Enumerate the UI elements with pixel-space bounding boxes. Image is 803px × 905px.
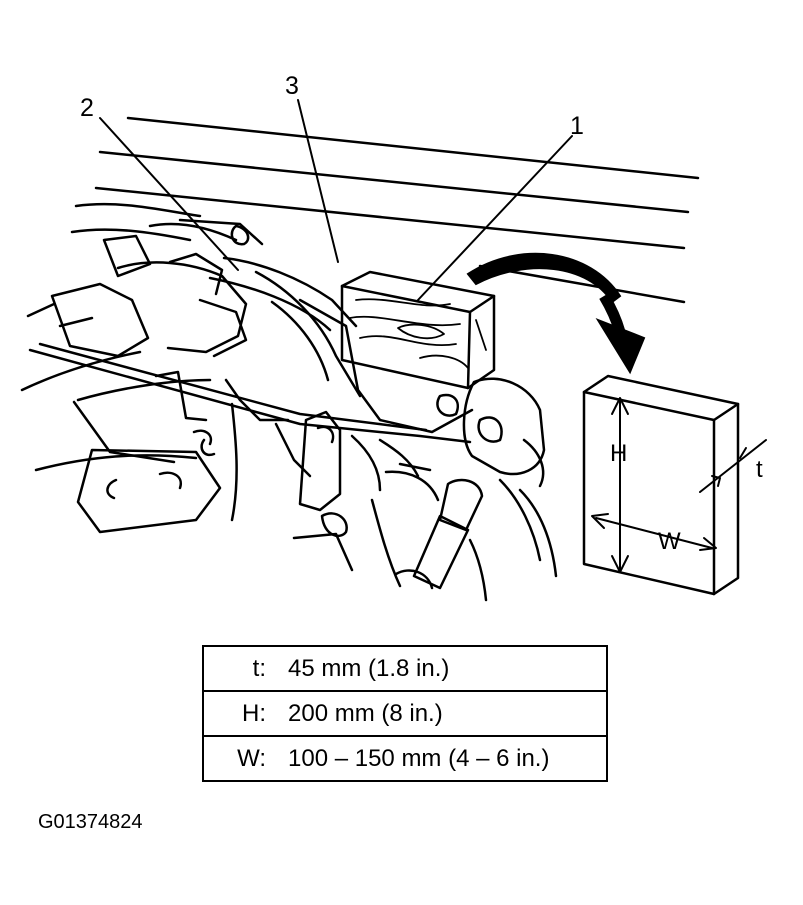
table-row: H: 200 mm (8 in.): [202, 690, 608, 737]
spec-symbol: t:: [202, 645, 276, 692]
spec-value: 45 mm (1.8 in.): [276, 645, 608, 692]
dimension-t-label: t: [756, 456, 763, 483]
callout-leaders: [99, 99, 573, 301]
callout-2: 2: [80, 94, 94, 122]
table-row: W: 100 – 150 mm (4 – 6 in.): [202, 735, 608, 782]
spec-value: 200 mm (8 in.): [276, 690, 608, 737]
dimension-h-label: H: [610, 440, 628, 467]
spec-value: 100 – 150 mm (4 – 6 in.): [276, 735, 608, 782]
callout-1: 1: [570, 112, 584, 140]
frame-lines: [94, 116, 700, 304]
dimension-spec-table: t: 45 mm (1.8 in.) H: 200 mm (8 in.) W: …: [202, 645, 608, 782]
curved-arrow: [466, 252, 646, 375]
spec-symbol: H:: [202, 690, 276, 737]
table-row: t: 45 mm (1.8 in.): [202, 645, 608, 692]
figure-id: G01374824: [38, 811, 143, 833]
block-dimension-diagram: [582, 374, 767, 596]
dimension-w-label: W: [658, 528, 681, 555]
spec-symbol: W:: [202, 735, 276, 782]
callout-3: 3: [285, 72, 299, 100]
engine-components: [20, 202, 558, 602]
wooden-block-on-engine: [340, 270, 496, 390]
